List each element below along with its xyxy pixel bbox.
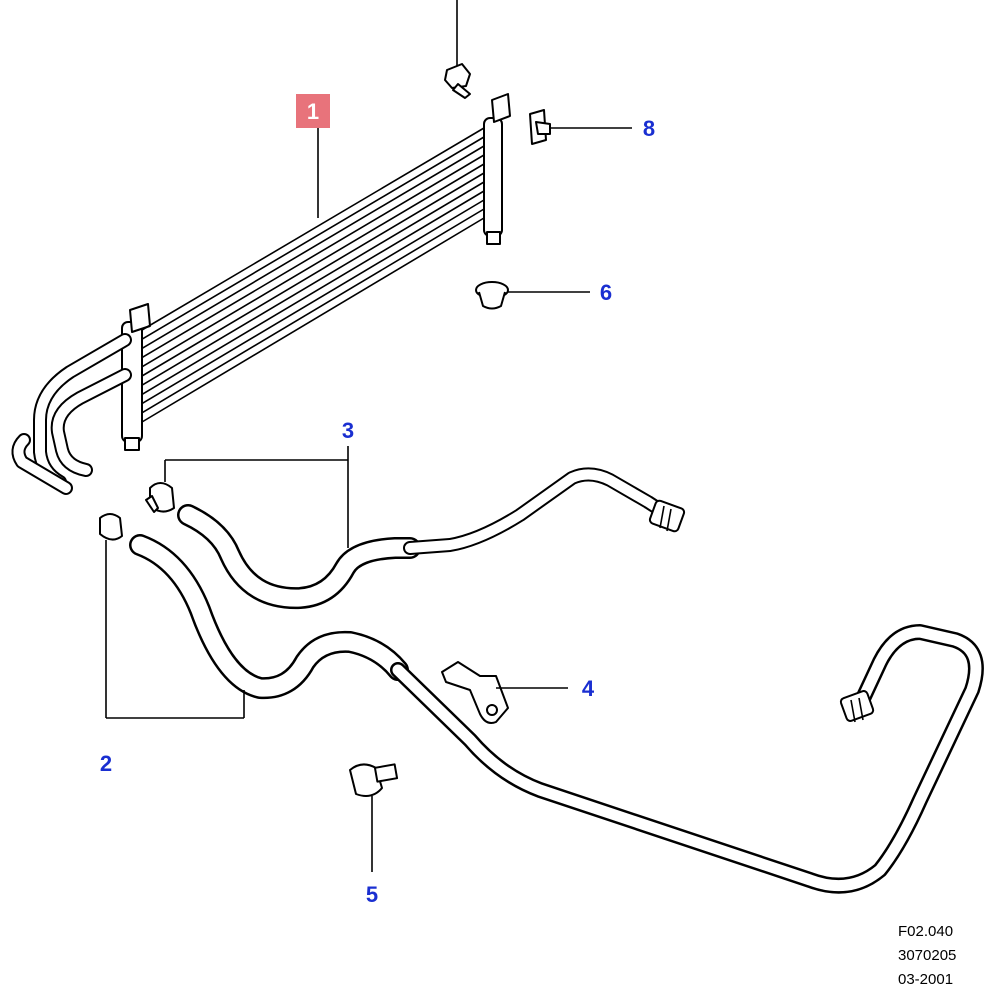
cooler-fin [141,190,485,396]
callout-1[interactable]: 1 [307,99,319,124]
cooler-fin [141,154,485,359]
top-bolt [444,0,471,99]
clip-part-8 [529,109,632,145]
bolt-part-5 [349,763,399,872]
callout-2[interactable]: 2 [100,751,112,776]
cooler-fin [141,208,485,414]
cooler-fin [141,172,485,377]
cooler-fin [141,127,485,331]
callout-4[interactable]: 4 [582,676,595,701]
bracket-part-4 [441,661,568,724]
revision-date: 03-2001 [898,971,954,988]
grommet-part-6 [475,281,590,310]
highlight-box [296,94,330,128]
callout-3[interactable]: 3 [342,418,354,443]
cooler-fin [141,145,485,350]
reference-block: F02.040 3070205 03-2001 [898,920,972,992]
cooler-fin [141,163,485,368]
callout-8[interactable]: 8 [643,116,655,141]
hose-clamp-upper [145,482,175,513]
oil-cooler [11,93,511,495]
callout-6[interactable]: 6 [600,280,612,305]
cooler-fin [141,199,485,405]
hose-part-3 [164,446,686,610]
figure-number: F02.040 [898,923,954,940]
cooler-fin [141,181,485,386]
part-number: 3070205 [898,947,957,964]
hose-part-2 [105,534,984,894]
cooler-fin [141,136,485,340]
callout-5[interactable]: 5 [366,882,378,907]
cooler-fin [141,217,485,423]
hose-clamp-lower [99,513,123,541]
